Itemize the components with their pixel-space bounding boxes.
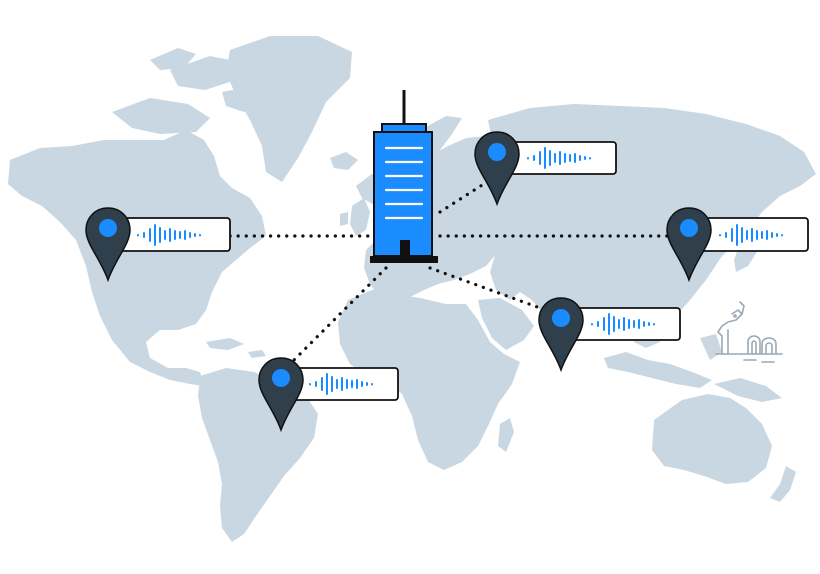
skyscraper-icon	[370, 90, 438, 263]
audio-card	[507, 141, 617, 175]
connector-south-america	[292, 266, 388, 362]
connector-northern-europe	[438, 178, 492, 214]
iceland	[330, 152, 358, 170]
british-isles	[340, 198, 370, 236]
new-zealand	[770, 466, 796, 502]
africa	[338, 290, 520, 470]
map-pin-icon	[538, 297, 584, 371]
australia	[652, 394, 772, 484]
world-map	[8, 36, 816, 542]
north-america	[8, 130, 266, 386]
location-marker-north-america[interactable]	[85, 207, 231, 281]
connectors	[228, 178, 670, 362]
audio-card	[571, 307, 681, 341]
location-marker-south-asia[interactable]	[538, 297, 681, 371]
loch-ness-monster-icon	[715, 301, 783, 363]
madagascar	[498, 418, 514, 452]
indonesia	[604, 330, 722, 388]
location-marker-northern-europe[interactable]	[474, 131, 617, 205]
location-marker-south-america[interactable]	[258, 357, 399, 431]
audio-card	[699, 217, 809, 252]
greenland	[226, 36, 352, 182]
caribbean-islands	[206, 338, 266, 358]
arabian-peninsula	[478, 298, 534, 350]
arctic-islands	[112, 48, 262, 134]
new-guinea	[714, 378, 782, 402]
location-marker-east-asia[interactable]	[666, 207, 809, 281]
audio-card	[289, 367, 399, 401]
connector-south-asia	[428, 266, 542, 310]
